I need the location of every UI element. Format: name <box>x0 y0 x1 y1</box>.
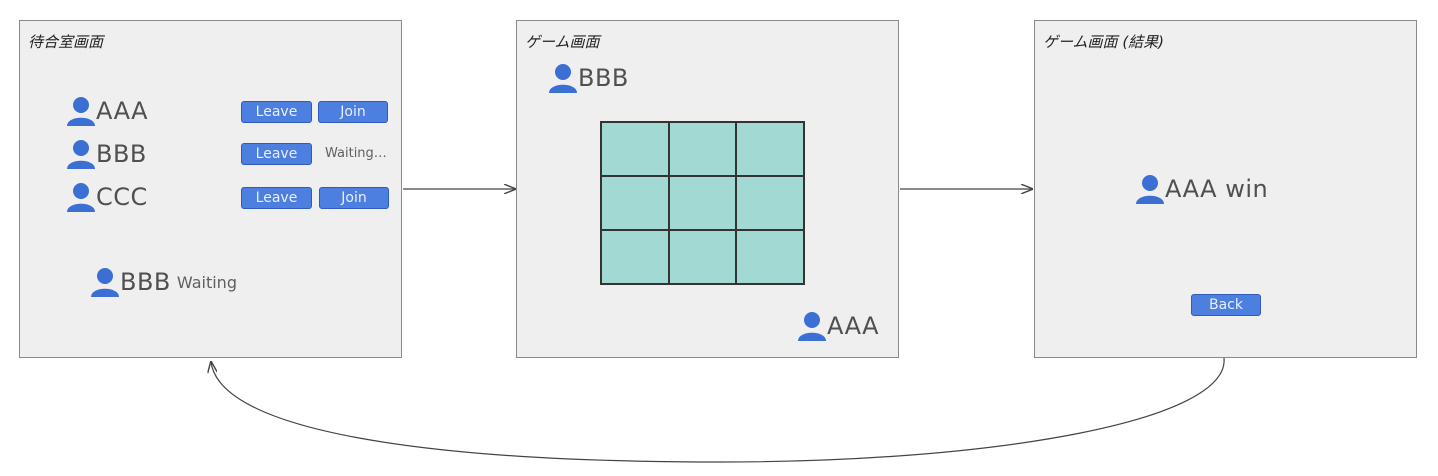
winner-display: AAA win <box>1135 173 1268 205</box>
board-cell[interactable] <box>736 176 804 230</box>
user-row-aaa: AAA <box>66 95 148 127</box>
user-name: BBB <box>120 268 171 296</box>
user-icon <box>91 268 119 297</box>
leave-button[interactable]: Leave <box>241 143 312 165</box>
board-cell[interactable] <box>668 122 737 176</box>
self-status-text: Waiting <box>176 272 237 292</box>
self-player: AAA <box>797 310 879 342</box>
user-name: AAA <box>827 312 880 340</box>
screen-title: ゲーム画面 (結果) <box>1043 33 1165 51</box>
board-cell[interactable] <box>736 122 804 176</box>
back-button[interactable]: Back <box>1191 294 1261 316</box>
user-icon <box>67 183 95 212</box>
user-row-ccc: CCC <box>66 181 148 213</box>
leave-button[interactable]: Leave <box>241 101 312 123</box>
result-screen: ゲーム画面 (結果) AAA win Back <box>1034 20 1417 358</box>
user-name: BBB <box>96 140 147 168</box>
game-board <box>600 121 805 285</box>
arrow-result-to-waiting <box>211 357 1225 463</box>
game-screen: ゲーム画面 BBB AAA <box>516 20 899 358</box>
board-cell[interactable] <box>736 230 804 284</box>
user-name: AAA <box>96 97 149 125</box>
screen-title: 待合室画面 <box>28 33 104 51</box>
self-status: BBB Waiting <box>90 266 237 298</box>
user-row-bbb: BBB <box>66 138 147 170</box>
waiting-status: Waiting… <box>325 146 387 161</box>
user-name: BBB <box>578 64 629 92</box>
winner-text: AAA win <box>1165 175 1269 203</box>
board-cell[interactable] <box>601 176 669 230</box>
screen-title: ゲーム画面 <box>525 33 600 51</box>
user-icon <box>1136 175 1164 204</box>
board-cell[interactable] <box>601 122 669 176</box>
join-button[interactable]: Join <box>319 187 389 209</box>
user-icon <box>798 312 826 341</box>
waiting-room-screen: 待合室画面 AAA Leave Join BBB Leave Waiting… … <box>19 20 402 358</box>
user-name: CCC <box>96 183 148 211</box>
join-button[interactable]: Join <box>318 101 388 123</box>
leave-button[interactable]: Leave <box>241 187 312 209</box>
board-cell[interactable] <box>601 230 669 284</box>
user-icon <box>67 140 95 169</box>
board-cell[interactable] <box>668 176 737 230</box>
user-icon <box>549 64 577 93</box>
board-cell[interactable] <box>668 230 737 284</box>
opponent-player: BBB <box>548 62 629 94</box>
user-icon <box>67 97 95 126</box>
